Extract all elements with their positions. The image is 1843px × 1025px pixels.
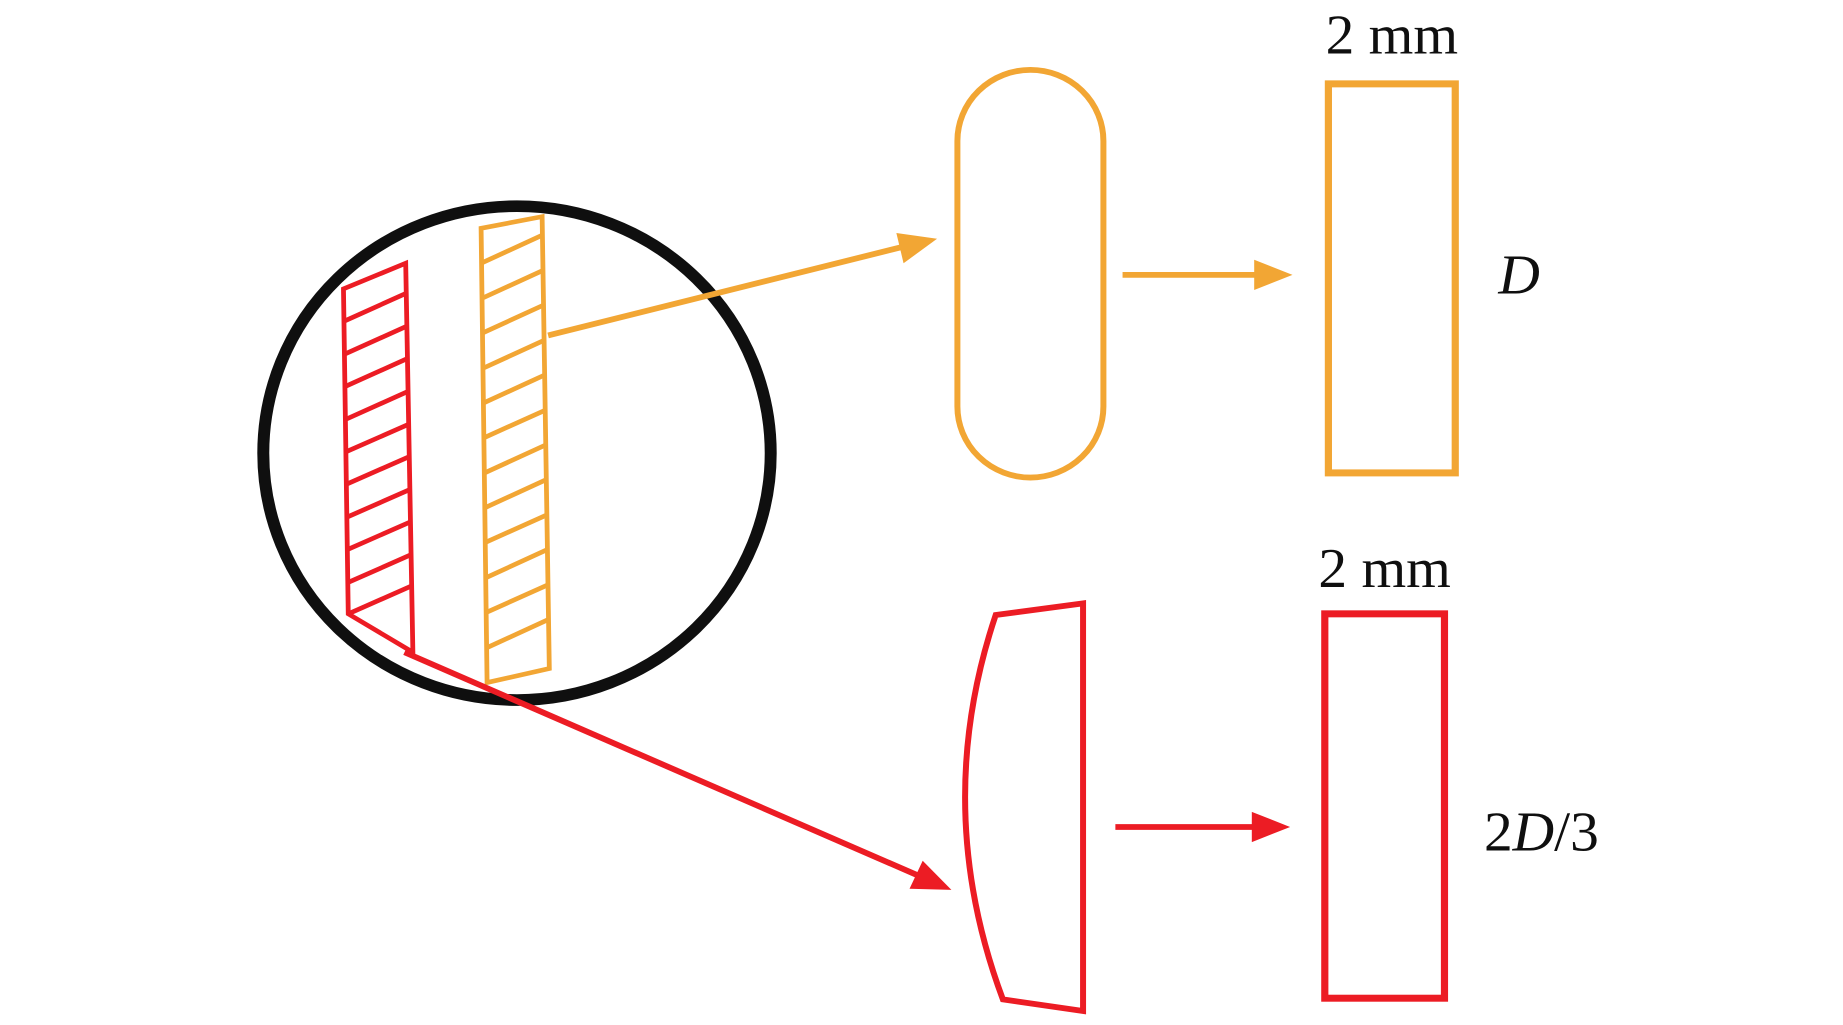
red-branch [403, 600, 1449, 1015]
orange-arrowhead [1254, 259, 1293, 291]
red-arrow-lens-to-rect [1115, 811, 1291, 843]
orange-strip-outline [478, 213, 552, 686]
bottom-width-label: 2 mm [1318, 538, 1450, 600]
red-dimension-rect [1321, 610, 1449, 1002]
red-arrowhead [1251, 811, 1291, 843]
orange-arrow-strip-to-capsule [547, 232, 938, 339]
orange-arrowhead [896, 232, 938, 264]
orange-capsule-shape [954, 66, 1107, 481]
orange-branch [547, 66, 1459, 481]
bottom-height-label-prefix: 2 [1484, 801, 1513, 863]
orange-strip-hatch [480, 233, 550, 650]
orange-dimension-rect [1324, 80, 1459, 477]
orange-hatched-strip [478, 213, 552, 686]
top-width-label: 2 mm [1326, 4, 1458, 66]
red-arrow-strip-to-lens [403, 649, 952, 890]
red-strip-hatch [342, 291, 413, 616]
red-arrowhead [909, 860, 952, 890]
red-hatched-strip [341, 259, 416, 657]
red-plano-convex-shape [962, 600, 1087, 1015]
bottom-height-label-variable: D [1512, 801, 1555, 863]
orange-arrow-capsule-to-rect [1122, 259, 1293, 291]
bottom-height-label-suffix: /3 [1554, 801, 1599, 863]
red-strip-outline [341, 259, 416, 657]
top-height-label: D [1497, 244, 1540, 306]
labels: 2 mm D 2 mm 2D/3 [1318, 4, 1598, 863]
bottom-height-label: 2D/3 [1484, 801, 1599, 863]
